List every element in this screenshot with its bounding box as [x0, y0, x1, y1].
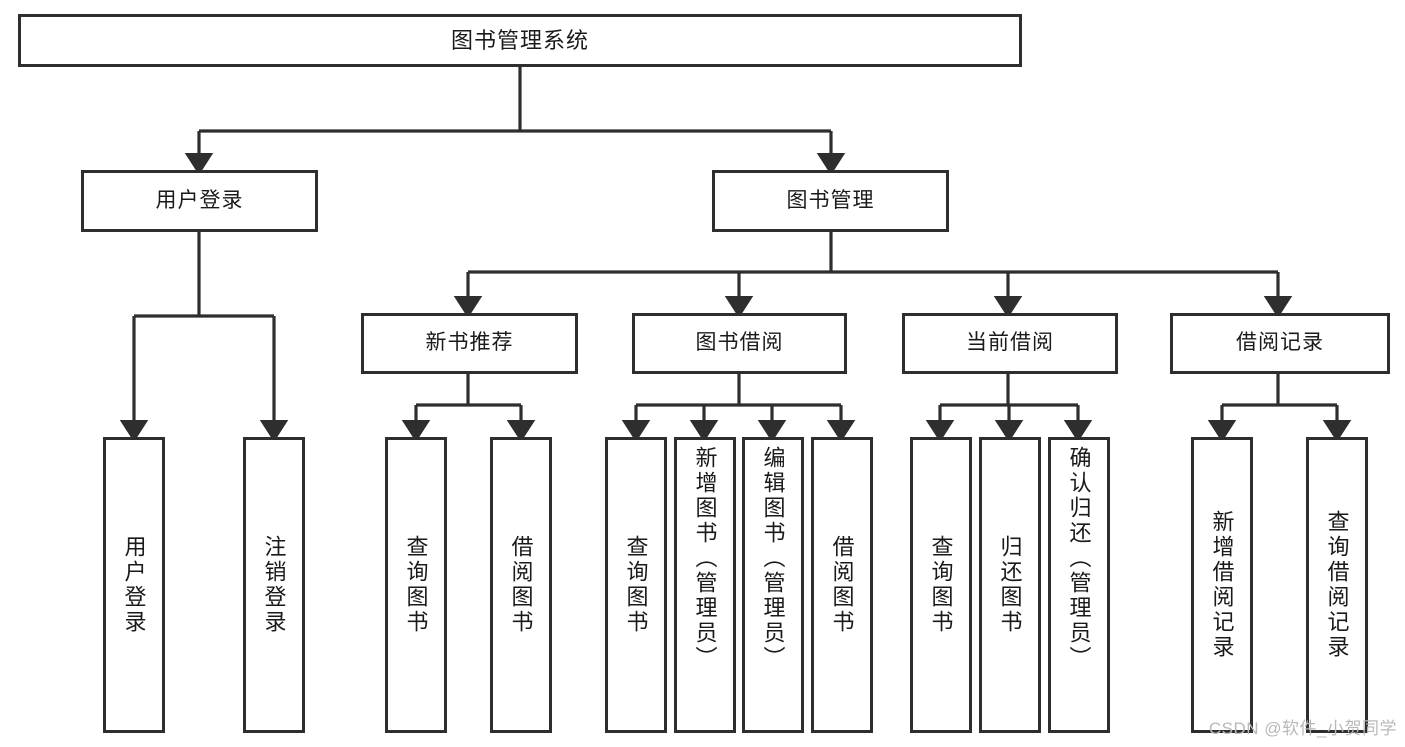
node-label: 当前借阅 [966, 331, 1054, 355]
node-label: 注销登录 [261, 535, 287, 635]
node-label: 借阅图书 [829, 535, 855, 635]
node-book-borrow[interactable]: 图书借阅 [632, 313, 847, 374]
leaf-user-login[interactable]: 用户登录 [103, 437, 165, 733]
leaf-add-book-admin[interactable]: 新增图书（管理员） [674, 437, 736, 733]
node-label: 查询借阅记录 [1324, 510, 1350, 660]
node-new-book-recommend[interactable]: 新书推荐 [361, 313, 578, 374]
node-label: 确认归还（管理员） [1066, 446, 1092, 671]
node-current-borrow[interactable]: 当前借阅 [902, 313, 1118, 374]
node-user-login[interactable]: 用户登录 [81, 170, 318, 232]
node-borrow-record[interactable]: 借阅记录 [1170, 313, 1390, 374]
leaf-query-book-borrow[interactable]: 查询图书 [605, 437, 667, 733]
leaf-borrow-book-new[interactable]: 借阅图书 [490, 437, 552, 733]
leaf-logout-login[interactable]: 注销登录 [243, 437, 305, 733]
node-label: 借阅记录 [1236, 331, 1324, 355]
node-label: 借阅图书 [508, 535, 534, 635]
leaf-edit-book-admin[interactable]: 编辑图书（管理员） [742, 437, 804, 733]
node-label: 归还图书 [997, 535, 1023, 635]
leaf-borrow-book[interactable]: 借阅图书 [811, 437, 873, 733]
node-book-management[interactable]: 图书管理 [712, 170, 949, 232]
watermark-text: CSDN @软件_小贺同学 [1208, 719, 1397, 738]
leaf-confirm-return-admin[interactable]: 确认归还（管理员） [1048, 437, 1110, 733]
node-root-system[interactable]: 图书管理系统 [18, 14, 1022, 67]
node-label: 用户登录 [155, 188, 244, 212]
leaf-query-book-current[interactable]: 查询图书 [910, 437, 972, 733]
node-label: 新书推荐 [425, 331, 514, 355]
node-label: 图书借阅 [695, 331, 784, 355]
node-label: 查询图书 [623, 535, 649, 635]
node-label: 查询图书 [928, 535, 954, 635]
node-label: 新增图书（管理员） [692, 446, 718, 671]
node-label: 图书管理 [786, 188, 875, 212]
node-label: 查询图书 [403, 535, 429, 635]
node-label: 图书管理系统 [450, 27, 589, 53]
node-label: 新增借阅记录 [1209, 510, 1235, 660]
leaf-return-book[interactable]: 归还图书 [979, 437, 1041, 733]
node-label: 编辑图书（管理员） [760, 446, 786, 671]
leaf-add-borrow-record[interactable]: 新增借阅记录 [1191, 437, 1253, 733]
leaf-query-book-new[interactable]: 查询图书 [385, 437, 447, 733]
leaf-query-borrow-record[interactable]: 查询借阅记录 [1306, 437, 1368, 733]
node-label: 用户登录 [121, 535, 147, 635]
